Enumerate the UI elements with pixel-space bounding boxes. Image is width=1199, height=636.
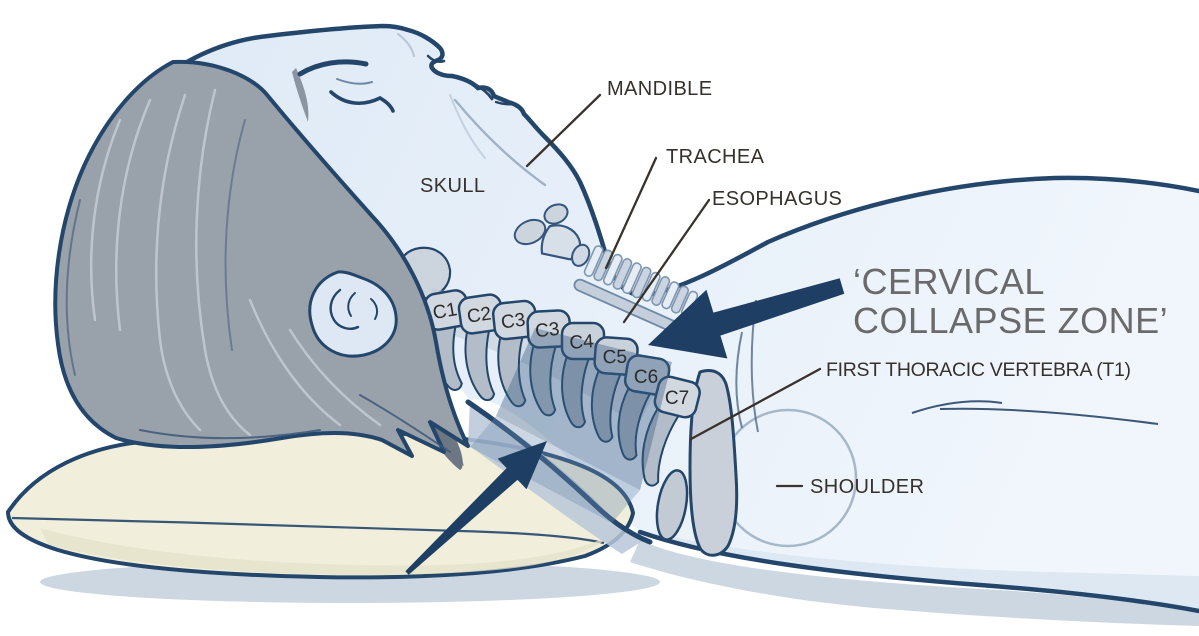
neck-fold-line: [735, 331, 743, 429]
vertebra-label-c6: C6: [634, 367, 658, 388]
trachea-ring: [661, 281, 680, 310]
vertebra-label-c3: C3: [500, 310, 527, 334]
vertebra-c7: [641, 375, 701, 487]
pillow-seam: [11, 516, 605, 545]
vertebra-label-c2: C2: [466, 303, 493, 327]
vertebrae-labels: C1 C2 C3 C3 C4 C5 C6 C7: [431, 299, 689, 409]
arm-crease-line: [939, 407, 1159, 425]
shoulder-label: SHOULDER: [810, 476, 924, 498]
vertebra-c3: [491, 299, 538, 408]
under-neck-outline: [465, 399, 653, 545]
hair-streaks: [65, 88, 451, 453]
mandible-label: MANDIBLE: [607, 78, 712, 100]
body-shadow: [630, 540, 1199, 626]
first-rib-bone: [655, 469, 689, 541]
trachea-ring: [631, 266, 652, 299]
esophagus-label: ESOPHAGUS: [712, 188, 842, 210]
mouth-line: [472, 82, 494, 101]
lower-lip-line: [494, 100, 514, 106]
trachea-ring: [651, 276, 671, 306]
vertebrae-group: [423, 289, 701, 487]
trachea-label: TRACHEA: [666, 146, 765, 168]
vertebra-label-c3b: C3: [534, 319, 560, 342]
trachea-leader-line: [604, 156, 658, 270]
vertebra-label-c4: C4: [569, 331, 595, 354]
collapse-zone-title-line1: ‘CERVICAL: [853, 261, 1045, 302]
hair: [53, 59, 470, 458]
cheek-soft-line: [449, 94, 486, 159]
neck-pillow-gap-shading: [468, 400, 644, 554]
vertebra-label-c5: C5: [602, 347, 627, 369]
eyebrow: [297, 59, 369, 77]
pillow-support-arrow: [405, 441, 547, 575]
skull-base-bone: [543, 203, 569, 225]
collapse-zone-overlay: [496, 328, 672, 490]
leader-lines: [525, 93, 822, 488]
cheek-jaw-line: [453, 98, 547, 187]
cricoid: [571, 243, 591, 267]
esophagus-leader-line: [622, 198, 711, 324]
collapse-zone-arrow: [648, 278, 845, 359]
vertebra-c3b: [526, 309, 572, 417]
trachea-ring: [612, 258, 633, 290]
trachea-ring: [622, 262, 642, 295]
pillow-lower-shading: [40, 528, 612, 575]
vertebra-label-c1: C1: [431, 299, 459, 324]
nose-bridge-line: [396, 32, 416, 58]
trachea-ring: [670, 285, 690, 314]
vertebra-c2: [457, 293, 504, 402]
skull-base-bone: [513, 218, 547, 246]
brow-hair-wisp: [292, 68, 309, 122]
vertebra-label-c7: C7: [665, 388, 689, 409]
trachea-ring: [583, 245, 604, 277]
skull-label: SKULL: [420, 175, 485, 197]
t1-leader-line: [689, 367, 822, 441]
ear: [308, 270, 398, 358]
vertebra-c4: [560, 321, 606, 429]
collapse-zone-title-line2: COLLAPSE ZONE’: [853, 300, 1168, 341]
trachea-ring: [602, 253, 623, 286]
arm-crease-line: [911, 400, 1003, 414]
first-thoracic-label: FIRST THORACIC VERTEBRA (T1): [826, 359, 1131, 381]
collapse-zone-overlay-lower: [470, 416, 640, 523]
face-chest-outline: [149, 23, 1199, 299]
mandible-leader-line: [525, 93, 602, 168]
closed-eye: [329, 90, 395, 113]
eyelid-crease: [336, 78, 373, 85]
humerus-bone: [688, 369, 739, 557]
nostril: [426, 54, 446, 64]
